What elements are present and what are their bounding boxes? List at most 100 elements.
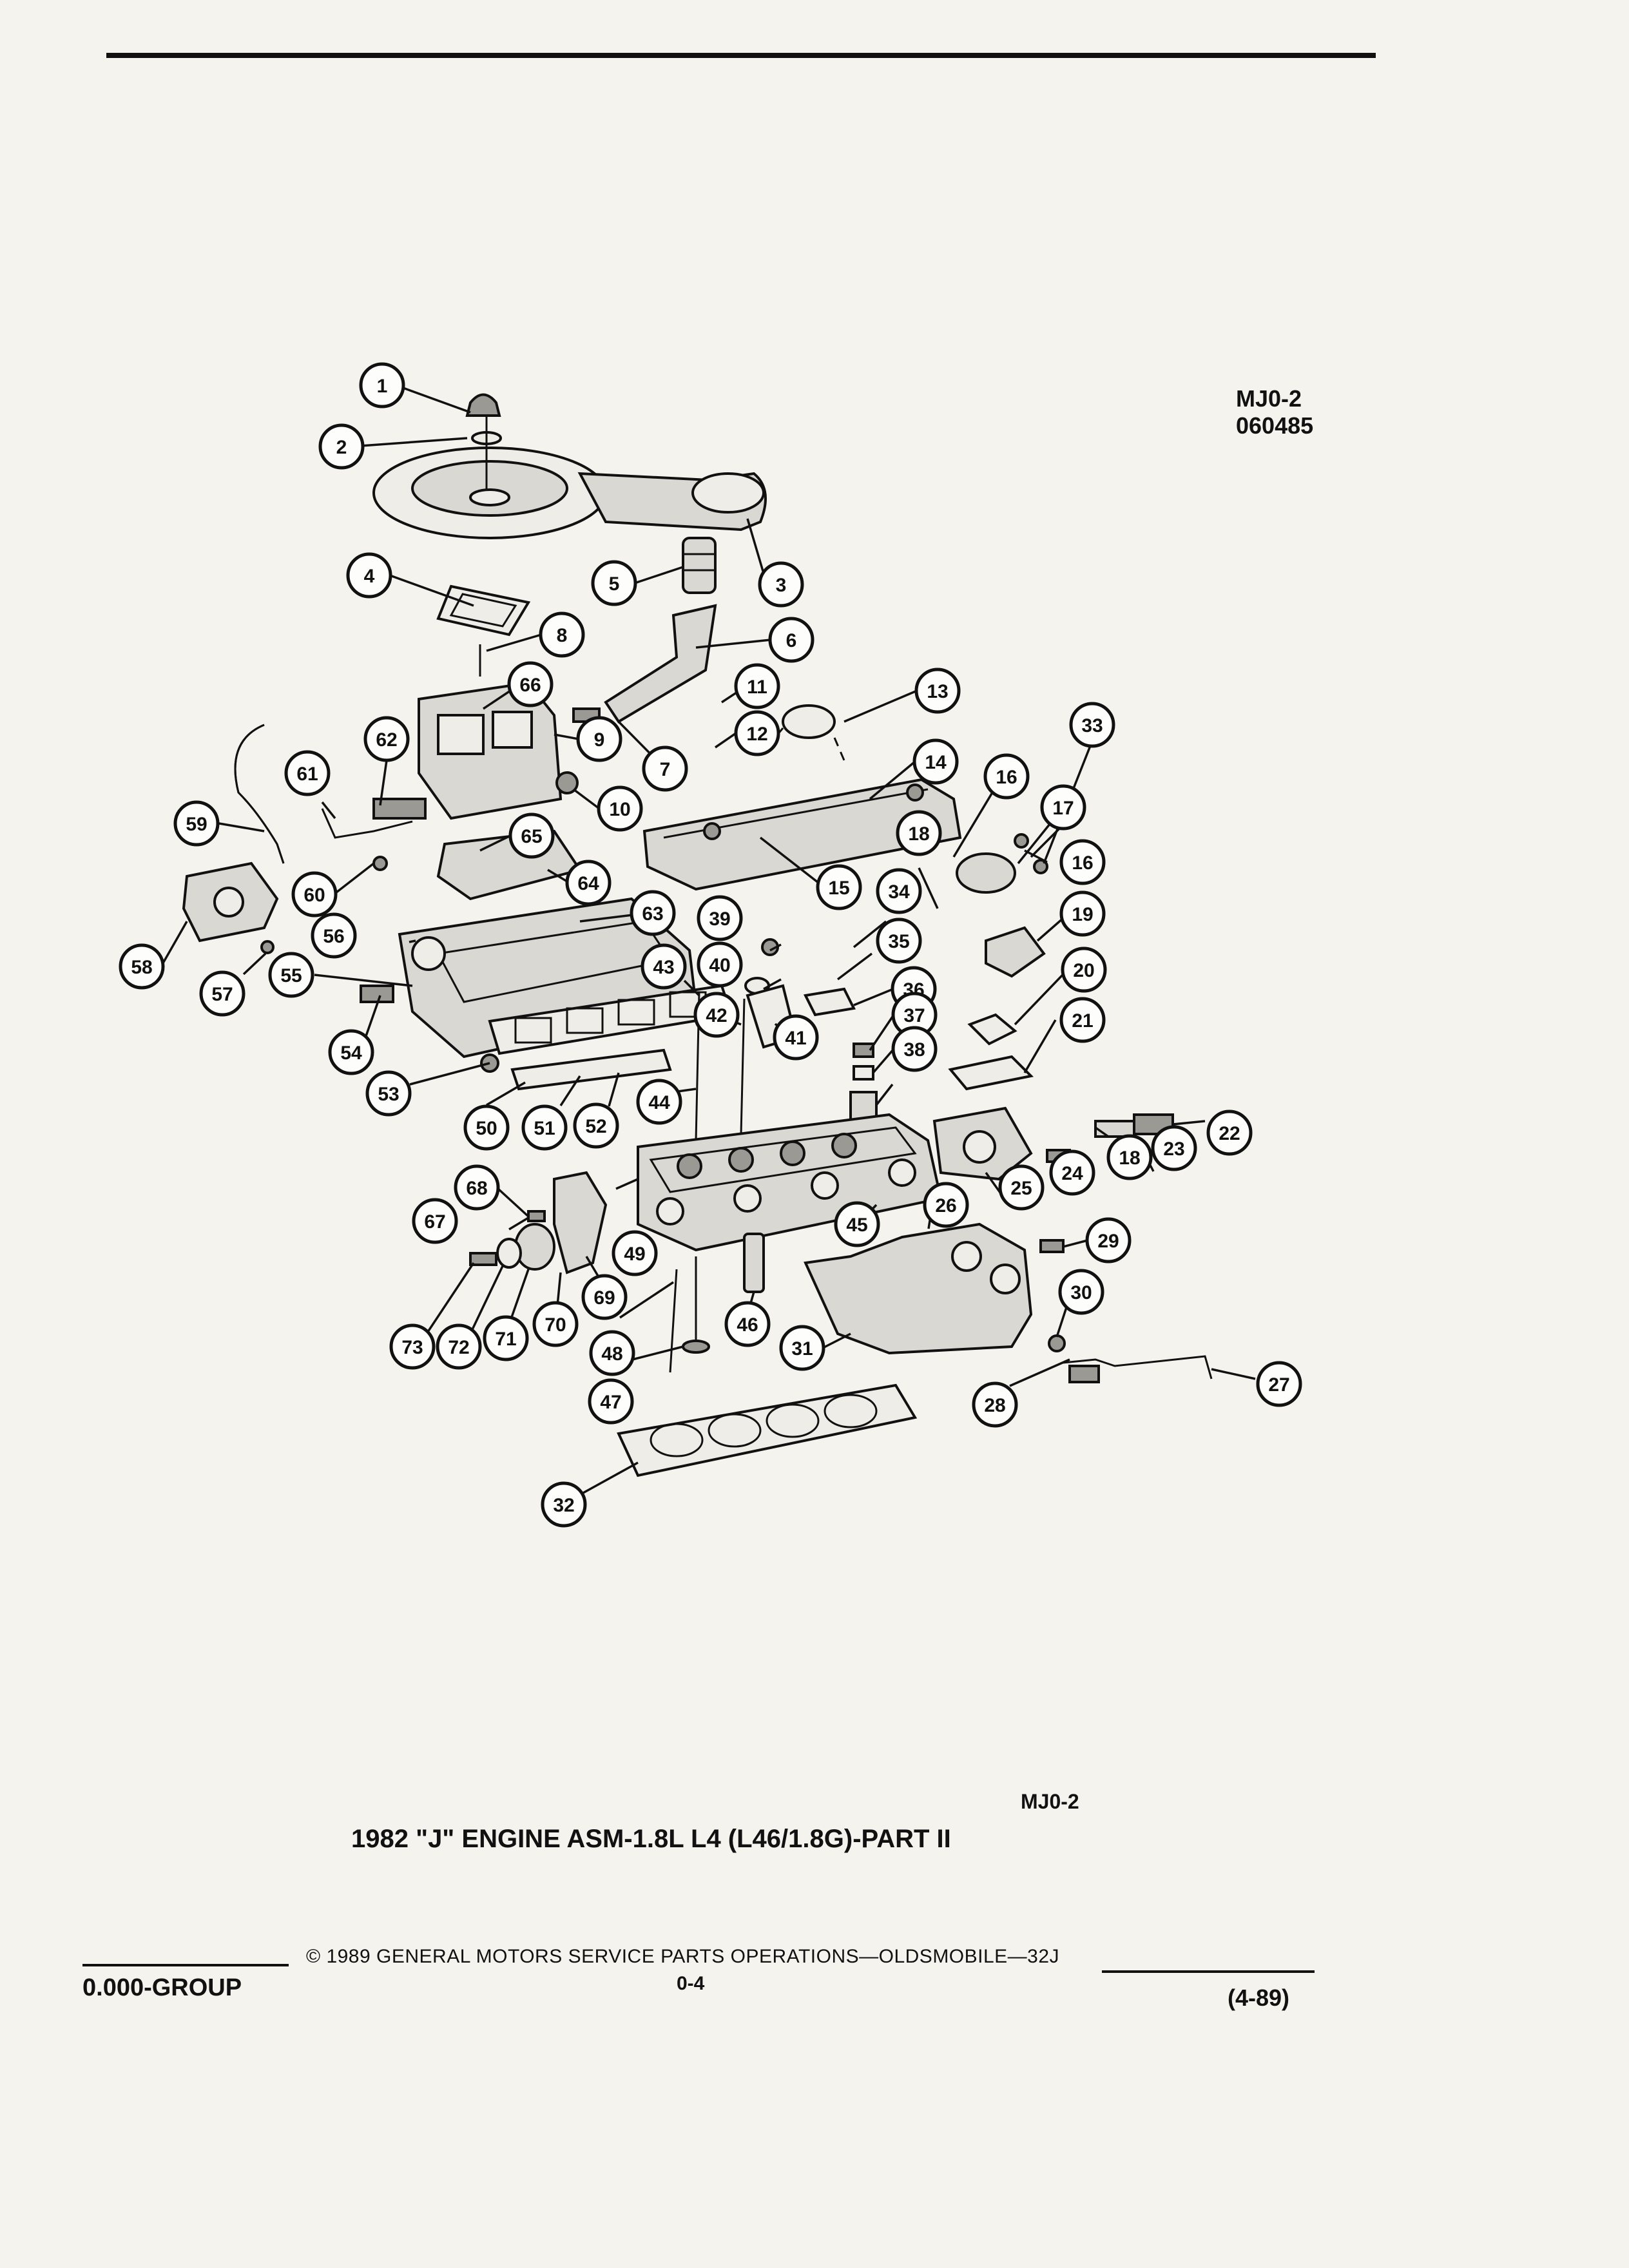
callout-62: 62 bbox=[363, 716, 410, 762]
callout-26: 26 bbox=[923, 1182, 969, 1228]
callout-28: 28 bbox=[972, 1381, 1018, 1428]
callout-42: 42 bbox=[693, 992, 740, 1038]
callout-30: 30 bbox=[1058, 1269, 1104, 1315]
svg-text:25: 25 bbox=[1010, 1178, 1032, 1199]
svg-text:31: 31 bbox=[791, 1338, 813, 1360]
svg-text:38: 38 bbox=[903, 1039, 925, 1061]
svg-text:24: 24 bbox=[1061, 1163, 1083, 1184]
callout-54: 54 bbox=[328, 1029, 374, 1075]
svg-text:11: 11 bbox=[747, 677, 767, 698]
callout-19: 19 bbox=[1059, 890, 1106, 937]
svg-text:47: 47 bbox=[600, 1392, 621, 1413]
callout-39: 39 bbox=[697, 895, 743, 941]
callout-67: 67 bbox=[412, 1198, 458, 1244]
callout-49: 49 bbox=[612, 1230, 658, 1276]
figure-code-bottom: MJ0-2 bbox=[1021, 1790, 1079, 1813]
svg-text:62: 62 bbox=[376, 729, 397, 751]
svg-text:71: 71 bbox=[495, 1329, 516, 1350]
figure-id-line: 060485 bbox=[1236, 412, 1314, 439]
svg-text:34: 34 bbox=[888, 881, 910, 903]
svg-text:68: 68 bbox=[466, 1178, 487, 1199]
callout-17: 17 bbox=[1040, 784, 1086, 831]
svg-text:42: 42 bbox=[706, 1005, 727, 1026]
svg-text:12: 12 bbox=[746, 724, 767, 745]
svg-text:44: 44 bbox=[648, 1092, 670, 1113]
callout-29: 29 bbox=[1085, 1217, 1132, 1264]
callout-70: 70 bbox=[532, 1301, 579, 1347]
callout-4: 4 bbox=[346, 552, 392, 599]
svg-text:9: 9 bbox=[594, 729, 605, 751]
figure-code-top: MJ0-2 060485 bbox=[1236, 385, 1313, 439]
callout-52: 52 bbox=[573, 1102, 619, 1149]
callout-11: 11 bbox=[734, 663, 780, 709]
svg-text:50: 50 bbox=[476, 1118, 497, 1139]
svg-text:52: 52 bbox=[585, 1116, 606, 1137]
svg-text:8: 8 bbox=[557, 625, 568, 646]
svg-text:10: 10 bbox=[609, 799, 630, 820]
svg-text:58: 58 bbox=[131, 957, 152, 978]
svg-text:51: 51 bbox=[534, 1118, 555, 1139]
svg-text:48: 48 bbox=[601, 1343, 622, 1365]
svg-text:73: 73 bbox=[401, 1337, 423, 1358]
svg-text:4: 4 bbox=[364, 566, 375, 587]
engine-parts-illustration bbox=[182, 393, 1213, 1477]
svg-text:15: 15 bbox=[828, 878, 849, 899]
callout-53: 53 bbox=[365, 1070, 412, 1117]
callout-27: 27 bbox=[1256, 1361, 1302, 1407]
svg-text:63: 63 bbox=[642, 903, 663, 925]
callout-65: 65 bbox=[508, 812, 555, 859]
svg-text:55: 55 bbox=[280, 965, 302, 986]
callout-32: 32 bbox=[541, 1481, 587, 1528]
svg-text:46: 46 bbox=[737, 1314, 758, 1336]
svg-text:49: 49 bbox=[624, 1244, 645, 1265]
callout-23: 23 bbox=[1151, 1125, 1197, 1171]
svg-text:28: 28 bbox=[984, 1395, 1005, 1416]
svg-text:59: 59 bbox=[186, 814, 207, 835]
callout-5: 5 bbox=[591, 560, 637, 606]
svg-text:70: 70 bbox=[545, 1314, 566, 1336]
callout-24: 24 bbox=[1049, 1149, 1095, 1196]
svg-text:27: 27 bbox=[1268, 1374, 1289, 1396]
callout-60: 60 bbox=[291, 871, 338, 918]
callout-7: 7 bbox=[642, 745, 688, 792]
callout-21: 21 bbox=[1059, 997, 1106, 1043]
svg-text:60: 60 bbox=[304, 885, 325, 906]
callout-63: 63 bbox=[630, 890, 676, 936]
callout-68: 68 bbox=[454, 1164, 500, 1211]
callout-34: 34 bbox=[876, 868, 922, 914]
callout-40: 40 bbox=[697, 941, 743, 988]
figure-title: 1982 "J" ENGINE ASM-1.8L L4 (L46/1.8G)-P… bbox=[351, 1825, 951, 1853]
svg-text:16: 16 bbox=[996, 767, 1017, 788]
callout-57: 57 bbox=[199, 970, 246, 1017]
top-rule bbox=[106, 53, 1376, 58]
callout-22: 22 bbox=[1206, 1110, 1253, 1156]
callout-20: 20 bbox=[1061, 947, 1107, 993]
figure-code-line: MJ0-2 bbox=[1236, 385, 1302, 412]
callout-1: 1 bbox=[359, 362, 405, 408]
callout-47: 47 bbox=[588, 1378, 634, 1425]
callout-61: 61 bbox=[284, 750, 331, 796]
footer-copyright: © 1989 GENERAL MOTORS SERVICE PARTS OPER… bbox=[306, 1946, 1060, 1967]
svg-text:23: 23 bbox=[1163, 1139, 1184, 1160]
svg-text:7: 7 bbox=[660, 759, 671, 780]
callout-16-b: 16 bbox=[1059, 839, 1106, 885]
callout-14: 14 bbox=[912, 738, 959, 785]
footer-revision-date: (4-89) bbox=[1228, 1984, 1290, 2011]
svg-text:64: 64 bbox=[577, 873, 599, 894]
svg-text:32: 32 bbox=[553, 1495, 574, 1516]
svg-text:66: 66 bbox=[519, 675, 541, 696]
callout-51: 51 bbox=[521, 1104, 568, 1151]
callout-6: 6 bbox=[768, 617, 815, 663]
callout-56: 56 bbox=[311, 912, 357, 959]
callout-46: 46 bbox=[724, 1301, 771, 1347]
svg-text:19: 19 bbox=[1072, 904, 1093, 925]
svg-text:2: 2 bbox=[336, 437, 347, 458]
svg-text:3: 3 bbox=[776, 575, 787, 596]
callout-31: 31 bbox=[779, 1325, 825, 1371]
callout-2: 2 bbox=[318, 423, 365, 470]
svg-text:30: 30 bbox=[1070, 1282, 1092, 1303]
callout-16-a: 16 bbox=[983, 753, 1030, 800]
svg-text:18: 18 bbox=[908, 823, 929, 845]
svg-text:54: 54 bbox=[340, 1043, 362, 1064]
